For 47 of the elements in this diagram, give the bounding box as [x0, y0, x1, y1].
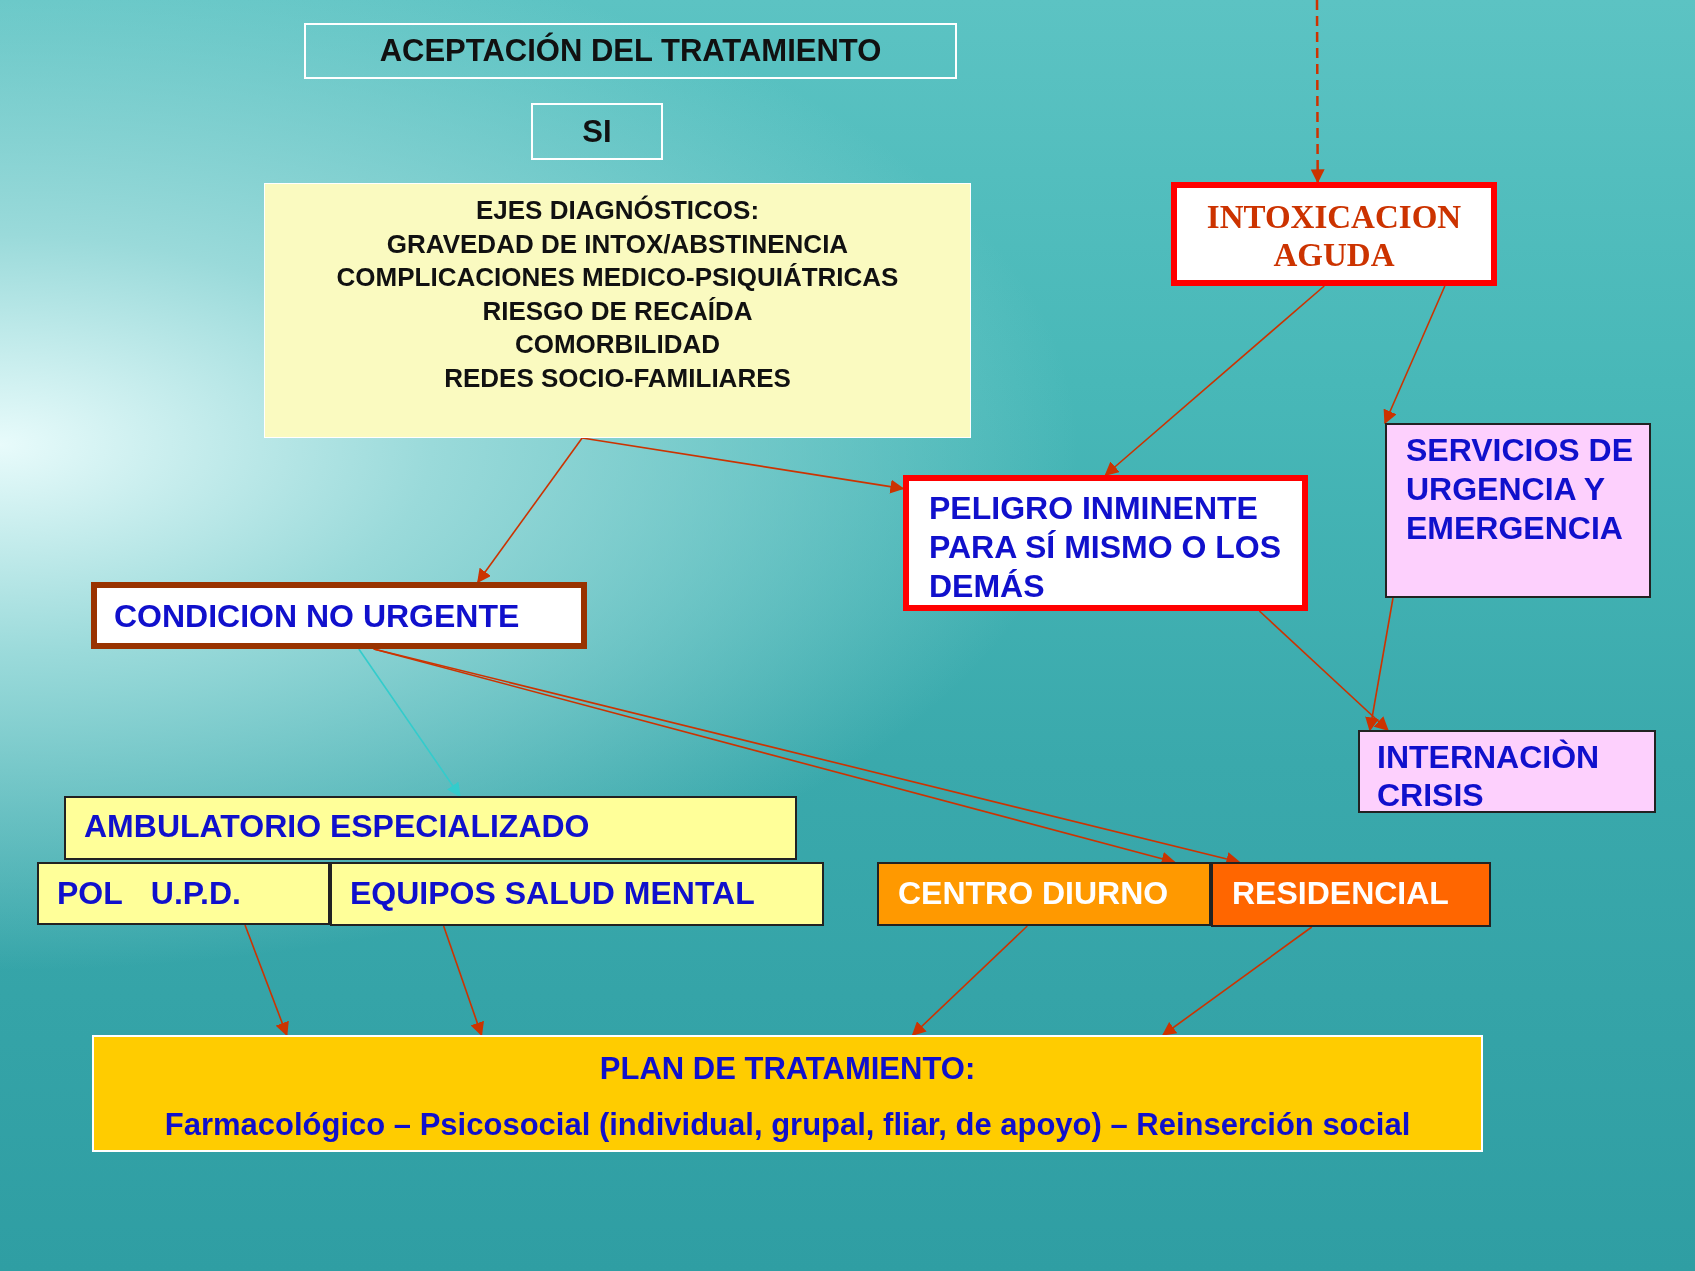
- label: CENTRO DIURNO: [898, 875, 1170, 912]
- label: RESIDENCIAL: [1232, 875, 1450, 912]
- label: INTOXICACION AGUDA: [1205, 198, 1463, 274]
- label: INTERNACIÒN CRISIS: [1377, 738, 1601, 814]
- arrow: [911, 925, 1029, 1036]
- arrow: [442, 925, 484, 1037]
- label: SERVICIOS DE URGENCIA Y EMERGENCIA: [1406, 431, 1635, 548]
- arrow: [1161, 926, 1313, 1036]
- service-box: [1358, 730, 1656, 813]
- service-box: [1211, 862, 1491, 927]
- title-box: [304, 23, 957, 79]
- service-box: [877, 862, 1211, 926]
- condition-box: [903, 475, 1308, 611]
- label: COMPLICACIONES MEDICO-PSIQUIÁTRICAS: [335, 261, 900, 294]
- service-box: [330, 862, 824, 926]
- arrow: [358, 648, 461, 798]
- condition-box: [91, 582, 587, 649]
- condition-box: [1171, 182, 1497, 286]
- arrow: [1310, 0, 1325, 184]
- label: RIESGO DE RECAÍDA: [481, 294, 754, 328]
- label: U.P.D.: [150, 875, 241, 913]
- label: AMBULATORIO ESPECIALIZADO: [84, 808, 591, 845]
- heading: PLAN DE TRATAMIENTO:: [598, 1051, 977, 1087]
- arrow: [1365, 597, 1394, 732]
- label: ACEPTACIÓN DEL TRATAMIENTO: [379, 33, 882, 69]
- label: CONDICION NO URGENTE: [114, 598, 521, 635]
- label: SI: [582, 113, 612, 150]
- label: REDES SOCIO-FAMILIARES: [443, 361, 792, 395]
- label: Farmacológico – Psicosocial (individual, grupal, fliar, de apoyo) – Reinserción social: [163, 1107, 1412, 1143]
- service-box: [37, 862, 330, 925]
- answer-box: [531, 103, 663, 160]
- label: EQUIPOS SALUD MENTAL: [350, 875, 755, 913]
- service-box: [64, 796, 797, 860]
- label: GRAVEDAD DE INTOX/ABSTINENCIA: [385, 227, 850, 261]
- label: PELIGRO INMINENTE PARA SÍ MISMO O LOS DEMÁS: [929, 489, 1282, 606]
- arrow: [477, 437, 583, 584]
- arrow: [1383, 285, 1446, 425]
- label: COMORBILIDAD: [513, 328, 722, 361]
- service-box: [1385, 423, 1651, 598]
- criteria-box: [264, 183, 971, 438]
- label: POL: [57, 875, 123, 913]
- arrow: [244, 924, 289, 1037]
- plan-box: [92, 1035, 1483, 1152]
- arrow: [581, 437, 905, 494]
- arrow: [1104, 285, 1325, 476]
- arrow: [1258, 610, 1389, 731]
- heading: EJES DIAGNÓSTICOS:: [474, 194, 761, 227]
